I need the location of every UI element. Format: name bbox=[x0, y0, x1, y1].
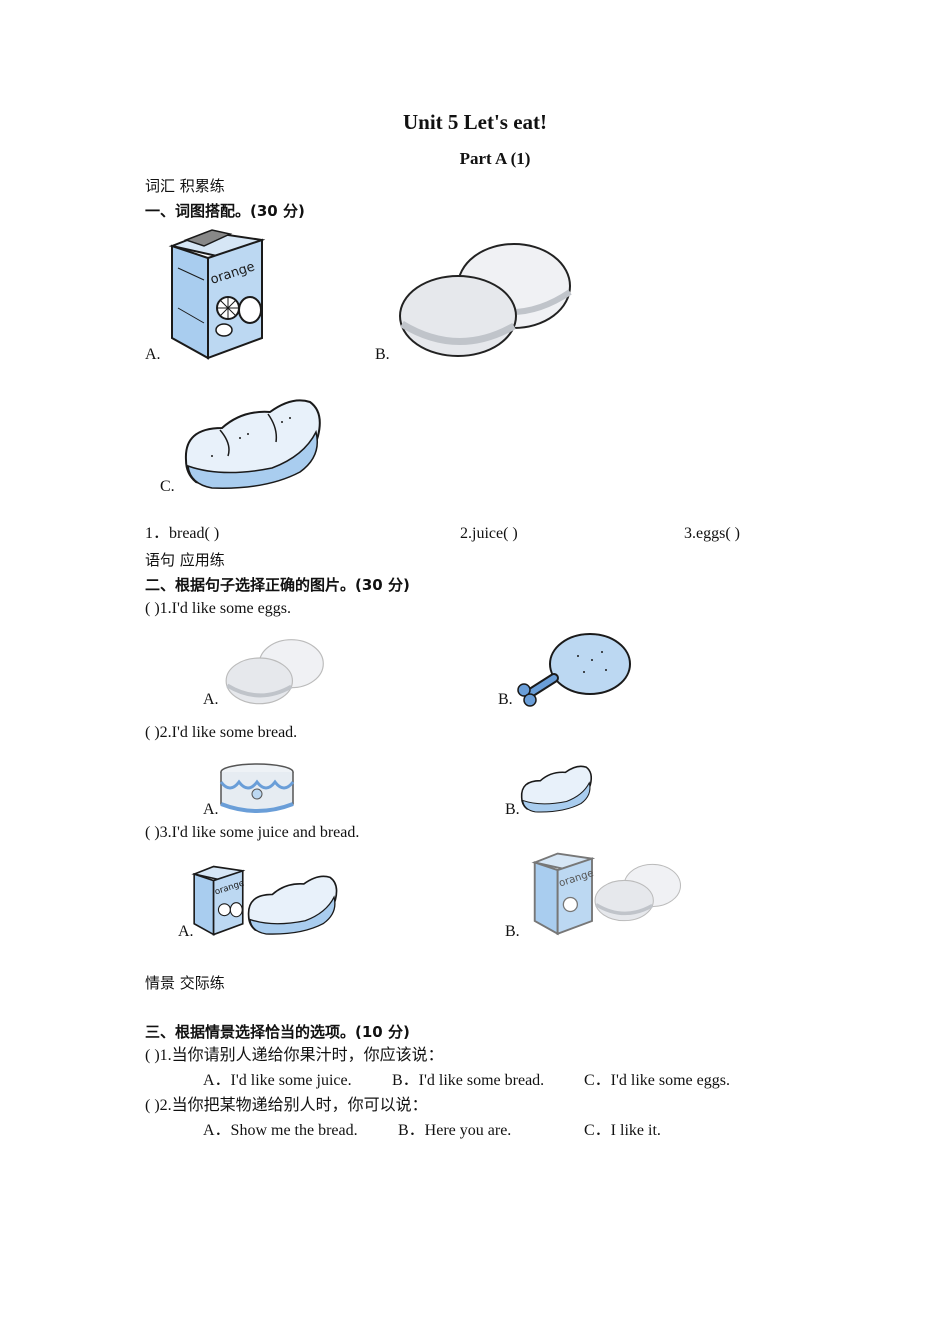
option-label-a: A. bbox=[145, 346, 161, 363]
section-heading-1: 一、词图搭配。(30 分) bbox=[145, 202, 305, 220]
q2-2-label-b: B. bbox=[505, 801, 520, 818]
q3-1-option-b: B．I'd like some bread. bbox=[392, 1072, 545, 1089]
q3-1-option-c: C．I'd like some eggs. bbox=[584, 1072, 730, 1089]
juice-box-icon: orange bbox=[191, 865, 246, 936]
bread-icon bbox=[520, 765, 593, 813]
juice-box-icon: orange bbox=[531, 852, 595, 936]
eggs-icon bbox=[399, 243, 572, 357]
eggs-icon bbox=[594, 863, 681, 922]
category-sentence: 语句 应用练 bbox=[145, 551, 225, 569]
vocab-item-2: 2.juice( ) bbox=[460, 525, 518, 542]
q3-2-option-c: C．I like it. bbox=[584, 1122, 661, 1139]
question-3-2: ( )2.当你把某物递给别人时，你可以说： bbox=[145, 1097, 428, 1114]
question-3-1: ( )1.当你请别人递给你果汁时，你应该说： bbox=[145, 1047, 444, 1064]
q2-1-label-b: B. bbox=[498, 691, 513, 708]
q2-1-label-a: A. bbox=[203, 691, 219, 708]
cake-icon bbox=[219, 763, 295, 813]
vocab-item-3: 3.eggs( ) bbox=[684, 525, 740, 542]
question-2-2: ( )2.I'd like some bread. bbox=[145, 724, 298, 741]
option-label-b: B. bbox=[375, 346, 390, 363]
section-heading-2: 二、根据句子选择正确的图片。(30 分) bbox=[145, 576, 410, 594]
juice-box-icon: orange bbox=[168, 229, 266, 360]
chicken-leg-icon bbox=[517, 633, 631, 707]
question-2-3: ( )3.I'd like some juice and bread. bbox=[145, 824, 360, 841]
eggs-icon bbox=[225, 639, 324, 705]
q2-2-label-a: A. bbox=[203, 801, 219, 818]
category-vocab: 词汇 积累练 bbox=[145, 177, 225, 195]
bread-icon bbox=[247, 875, 338, 935]
option-label-c: C. bbox=[160, 478, 175, 495]
bread-icon bbox=[184, 399, 321, 489]
q3-1-option-a: A．I'd like some juice. bbox=[203, 1072, 352, 1089]
page-title: Unit 5 Let's eat! bbox=[402, 110, 548, 134]
q2-3-label-a: A. bbox=[178, 923, 194, 940]
question-2-1: ( )1.I'd like some eggs. bbox=[145, 600, 291, 617]
q3-2-option-b: B．Here you are. bbox=[398, 1122, 512, 1139]
q3-2-option-a: A．Show me the bread. bbox=[203, 1122, 358, 1139]
vocab-item-1: 1．bread( ) bbox=[145, 525, 220, 542]
q2-3-label-b: B. bbox=[505, 923, 520, 940]
page-subtitle: Part A (1) bbox=[459, 149, 531, 168]
section-heading-3: 三、根据情景选择恰当的选项。(10 分) bbox=[145, 1023, 410, 1041]
category-situation: 情景 交际练 bbox=[145, 974, 225, 992]
